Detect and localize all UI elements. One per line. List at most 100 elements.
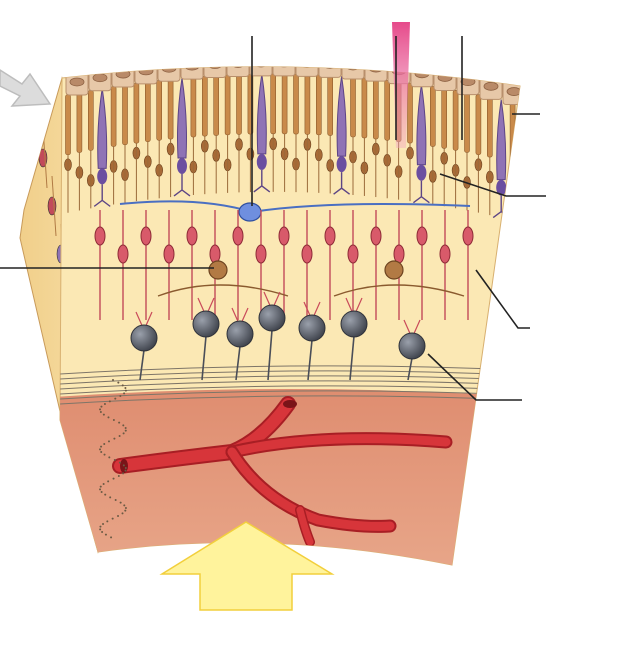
nerve-fiber — [60, 395, 520, 405]
stipple-dot — [102, 523, 105, 525]
ganglion-axon — [349, 335, 355, 381]
stipple-dot — [106, 520, 109, 523]
cone — [336, 76, 347, 157]
stipple-dot — [99, 448, 102, 451]
stipple-dot — [99, 528, 102, 531]
stipple-dot — [99, 485, 102, 488]
rod — [224, 74, 231, 136]
pigment-cell — [226, 66, 250, 77]
stipple-dot — [107, 416, 110, 419]
stipple-dot — [124, 469, 127, 472]
nerve-fiber — [60, 365, 520, 375]
ganglion-cell — [192, 310, 220, 338]
rod — [293, 73, 299, 135]
rod — [361, 77, 368, 139]
stipple-dot — [122, 464, 125, 467]
bipolar-cell — [324, 226, 336, 246]
stipple-dot — [114, 499, 117, 501]
bipolar-layer — [94, 210, 474, 320]
rod — [236, 74, 242, 135]
ganglion-cell — [298, 314, 326, 342]
pigment-cell — [295, 66, 319, 77]
pigment-nucleus — [161, 66, 177, 73]
stipple-dot — [112, 419, 115, 421]
retina-block — [59, 66, 521, 566]
rod — [167, 78, 174, 140]
stipple-dot — [99, 488, 102, 491]
ganglion-axon — [235, 345, 241, 381]
rod — [475, 94, 482, 155]
ganglion-cell — [340, 310, 368, 338]
bipolar-cell — [393, 244, 405, 264]
stipple-dot — [117, 475, 120, 477]
stipple-dot — [118, 435, 121, 437]
stipple-dot — [103, 453, 106, 456]
bipolar-cell — [94, 226, 106, 246]
side-fiber — [51, 175, 57, 237]
ganglion-cell — [226, 320, 254, 348]
pigment-nucleus — [138, 66, 154, 76]
pigment-cell — [341, 66, 365, 80]
cone — [97, 88, 108, 169]
rod — [88, 90, 94, 151]
stipple-dot — [122, 432, 125, 435]
bipolar-cell — [439, 244, 451, 264]
stipple-dot — [112, 379, 114, 381]
stipple-dot — [111, 517, 114, 520]
stipple-dot — [102, 483, 105, 485]
cone — [416, 84, 427, 166]
nerve-fiber — [60, 375, 520, 385]
rod — [429, 86, 436, 147]
bipolar-cell — [416, 226, 428, 246]
rod — [327, 75, 334, 136]
rod — [372, 78, 379, 140]
stipple-dot — [109, 496, 112, 499]
stipple-edge — [99, 379, 127, 539]
stipple-dot — [124, 389, 127, 392]
pigment-cell — [318, 66, 342, 78]
pigment-nucleus — [483, 81, 499, 91]
photoreceptor-layer — [64, 73, 517, 222]
cone-nucleus — [336, 156, 347, 173]
stipple-dot — [117, 381, 120, 384]
stipple-dot — [99, 525, 102, 528]
pigment-nucleus — [299, 66, 315, 68]
stipple-dot — [123, 504, 126, 507]
ganglion-axon — [201, 335, 207, 381]
pigment-cell — [203, 66, 227, 79]
cone-terminal — [412, 180, 430, 204]
bipolar-cell — [347, 244, 359, 264]
bipolar-cell — [462, 226, 474, 246]
pigment-nucleus — [69, 77, 85, 87]
stipple-dot — [123, 392, 126, 395]
stipple-dot — [118, 461, 121, 464]
rod — [270, 73, 277, 135]
ganglion-axon — [139, 349, 145, 381]
rod — [110, 86, 117, 147]
pigment-nucleus — [276, 66, 292, 68]
stipple-dot — [112, 477, 115, 480]
leader-line-bipolar — [475, 269, 530, 329]
cone-nucleus — [416, 164, 427, 181]
pigment-cell — [249, 66, 273, 77]
nerve-fiber — [60, 370, 520, 380]
bipolar-cell — [278, 226, 290, 246]
stipple-dot — [100, 451, 103, 453]
rod — [156, 80, 162, 141]
ganglion-layer — [130, 291, 426, 381]
rod — [350, 76, 356, 138]
pigment-nucleus — [437, 73, 453, 82]
rod — [190, 76, 197, 138]
rod — [76, 92, 83, 153]
bipolar-cell — [117, 244, 129, 264]
rod — [281, 73, 288, 135]
rod — [384, 79, 391, 141]
amacrine-process — [157, 284, 289, 297]
stipple-dot — [124, 427, 127, 429]
stipple-dot — [117, 515, 120, 517]
rod — [122, 84, 128, 146]
rod — [407, 82, 413, 144]
stipple-dot — [118, 421, 121, 424]
